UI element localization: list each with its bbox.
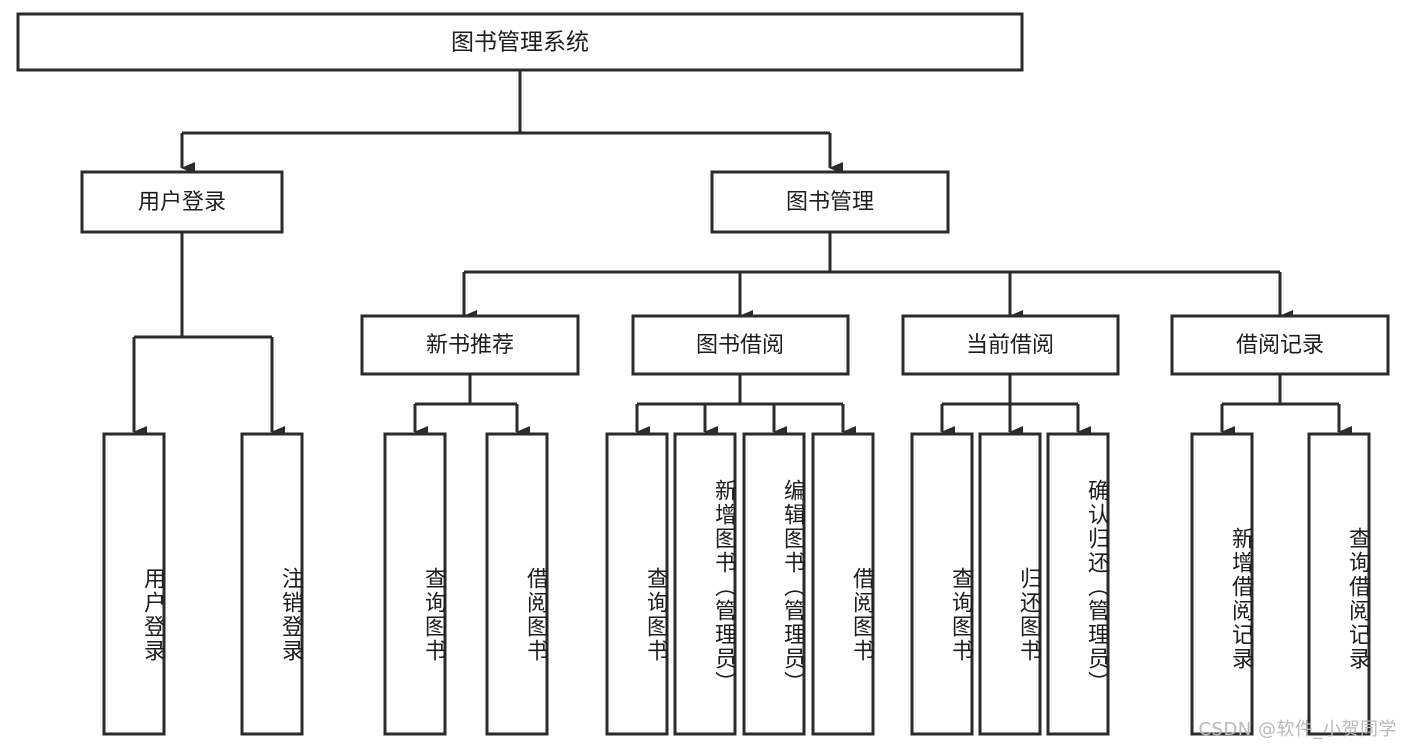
node-user-login-label: 用户登录 xyxy=(138,190,226,215)
node-user-login-box[interactable] xyxy=(80,170,284,234)
leaf-box-query-borrow-record[interactable] xyxy=(1307,432,1371,736)
leaf-box-borrow-book-1[interactable] xyxy=(485,432,549,736)
node-root-box[interactable] xyxy=(16,12,1024,72)
leaf-box-add-book-admin[interactable] xyxy=(673,432,737,736)
leaf-box-return-book[interactable] xyxy=(978,432,1042,736)
leaf-box-confirm-return-admin[interactable] xyxy=(1046,432,1110,736)
node-root[interactable]: 图书管理系统 xyxy=(16,12,1024,72)
node-new-book-recommend-label: 新书推荐 xyxy=(426,333,514,358)
leaf-box-edit-book-admin[interactable] xyxy=(742,432,806,736)
csdn-watermark: CSDN @软件_小贺同学 xyxy=(1198,719,1397,740)
node-book-borrow-box[interactable] xyxy=(631,314,850,376)
leaf-box-query-book-3[interactable] xyxy=(910,432,974,736)
leaf-box-logout[interactable] xyxy=(240,432,304,736)
leaf-box-query-book-1[interactable] xyxy=(383,432,447,736)
leaf-box-borrow-book-2[interactable] xyxy=(811,432,875,736)
node-book-management-box[interactable] xyxy=(710,170,950,234)
node-borrow-records[interactable]: 借阅记录 xyxy=(1170,314,1390,376)
node-new-book-recommend-box[interactable] xyxy=(360,314,580,376)
node-layer: 图书管理系统 用户登录 图书管理 新书推荐 图书借阅 当前 xyxy=(16,12,1390,736)
node-book-borrow[interactable]: 图书借阅 xyxy=(631,314,850,376)
node-new-book-recommend[interactable]: 新书推荐 xyxy=(360,314,580,376)
node-book-management[interactable]: 图书管理 xyxy=(710,170,950,234)
node-borrow-records-box[interactable] xyxy=(1170,314,1390,376)
connector-layer xyxy=(132,70,1352,438)
node-current-borrow[interactable]: 当前借阅 xyxy=(901,314,1120,376)
node-current-borrow-box[interactable] xyxy=(901,314,1120,376)
node-book-borrow-label: 图书借阅 xyxy=(696,333,784,358)
node-user-login[interactable]: 用户登录 xyxy=(80,170,284,234)
leaf-box-add-borrow-record[interactable] xyxy=(1190,432,1254,736)
node-current-borrow-label: 当前借阅 xyxy=(966,333,1054,358)
leaf-box-query-book-2[interactable] xyxy=(605,432,669,736)
leaf-box-user-login[interactable] xyxy=(102,432,166,736)
node-root-label: 图书管理系统 xyxy=(451,30,589,56)
node-borrow-records-label: 借阅记录 xyxy=(1236,333,1324,358)
node-book-management-label: 图书管理 xyxy=(786,190,874,215)
